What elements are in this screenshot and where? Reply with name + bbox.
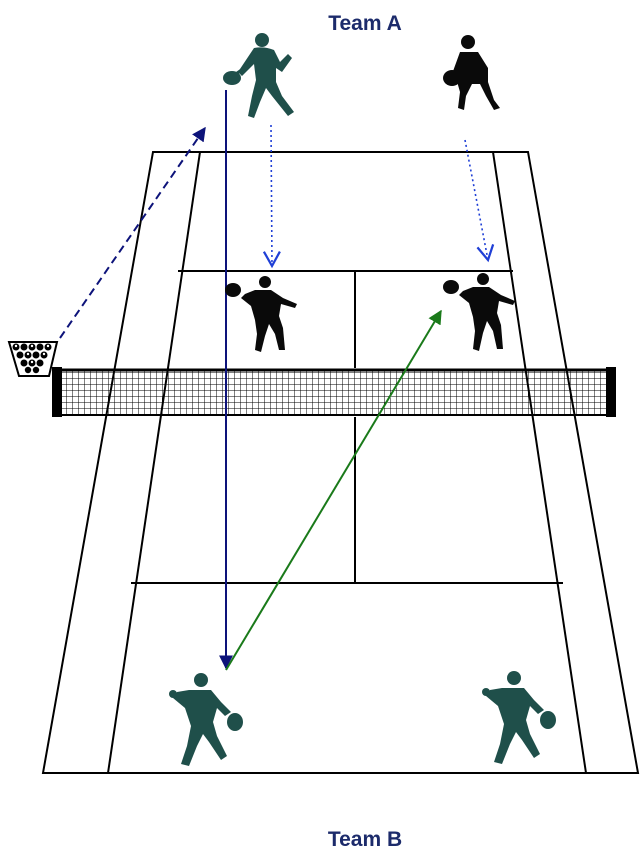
player-silhouette-icon	[169, 673, 243, 766]
feed-arrow	[60, 128, 205, 338]
net-post-left	[52, 367, 62, 417]
move-arrow-left	[271, 125, 272, 266]
move-arrow-right	[465, 140, 488, 260]
player-silhouette-icon	[482, 671, 556, 764]
net-mesh	[58, 370, 610, 415]
player-silhouette-icon	[223, 33, 294, 118]
court-outline	[43, 152, 638, 773]
player-silhouette-icon	[443, 273, 515, 351]
return-arrow	[226, 311, 441, 670]
ball-basket-icon	[9, 342, 57, 376]
court	[43, 152, 638, 773]
net	[52, 367, 616, 417]
right-side-line	[493, 152, 586, 773]
player-silhouette-icon	[225, 276, 297, 352]
left-side-line	[108, 152, 200, 773]
net-post-right	[606, 367, 616, 417]
player-silhouette-icon	[443, 35, 500, 110]
